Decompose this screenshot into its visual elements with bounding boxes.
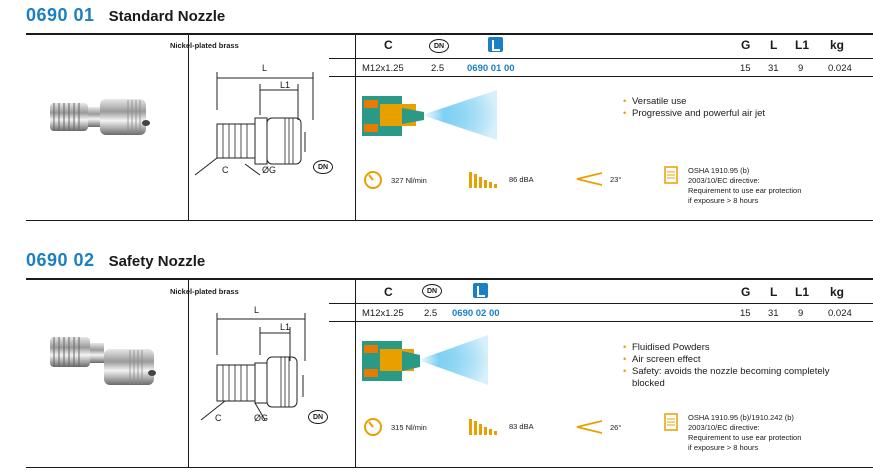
sound-level-icon xyxy=(469,172,497,188)
product-name: Standard Nozzle xyxy=(108,8,226,25)
regulation-document-icon xyxy=(664,413,678,431)
document-icon xyxy=(473,283,488,298)
regulation-line: OSHA 1910.95 (b) xyxy=(688,166,750,175)
header-l: L xyxy=(770,285,778,299)
product-name: Safety Nozzle xyxy=(108,253,206,270)
gauge-icon xyxy=(364,171,382,189)
value-c: M12x1.25 xyxy=(362,63,404,74)
value-dn: 2.5 xyxy=(424,308,438,319)
noise-value: 83 dBA xyxy=(509,421,534,431)
material-label: Nickel-plated brass xyxy=(170,287,239,296)
document-icon xyxy=(488,37,503,52)
flow-stat: 315 Nl/min xyxy=(363,417,427,437)
technical-drawing xyxy=(200,313,306,421)
dn-icon: DN xyxy=(313,160,333,174)
dim-g-label: ØG xyxy=(262,165,277,175)
article-number[interactable]: 0690 02 00 xyxy=(452,308,500,319)
regulation-line: Requirement to use ear protection xyxy=(688,433,802,442)
value-l1: 9 xyxy=(798,308,804,319)
article-number[interactable]: 0690 01 00 xyxy=(467,63,515,74)
product-table xyxy=(26,278,873,468)
value-g: 15 xyxy=(740,308,751,319)
product-code: 0690 02 xyxy=(26,250,95,270)
dim-c-label: C xyxy=(222,165,229,175)
feature-item: Progressive and powerful air jet xyxy=(623,108,765,120)
value-c: M12x1.25 xyxy=(362,308,404,319)
regulation-line: OSHA 1910.95 (b)/1910.242 (b) xyxy=(688,413,794,422)
header-kg: kg xyxy=(830,285,845,299)
dim-l-label: L xyxy=(254,305,260,315)
product-table xyxy=(26,33,873,221)
value-kg: 0.024 xyxy=(828,308,852,319)
flow-value: 315 Nl/min xyxy=(391,422,427,432)
dim-l1-label: L1 xyxy=(280,80,291,90)
feature-item: Air screen effect xyxy=(623,354,833,366)
value-l: 31 xyxy=(768,308,779,319)
angle-value: 23° xyxy=(610,174,622,184)
dim-c-label: C xyxy=(215,413,222,423)
technical-drawing xyxy=(194,72,314,176)
regulation-line: 2003/10/EC directive: xyxy=(688,176,760,185)
spray-angle-icon xyxy=(576,420,602,434)
nozzle-photo xyxy=(50,99,150,135)
regulation-text: OSHA 1910.95 (b)/1910.242 (b) 2003/10/EC… xyxy=(688,413,801,453)
regulation-line: Requirement to use ear protection xyxy=(688,186,802,195)
angle-stat: 26° xyxy=(576,420,621,434)
sound-level-icon xyxy=(469,419,497,435)
regulation-line: 2003/10/EC directive: xyxy=(688,423,760,432)
regulation-line: if exposure > 8 hours xyxy=(688,443,759,452)
value-dn: 2.5 xyxy=(431,63,445,74)
feature-list: Fluidised Powders Air screen effect Safe… xyxy=(623,342,833,390)
value-g: 15 xyxy=(740,63,751,74)
section-title: 0690 01 Standard Nozzle xyxy=(26,5,225,29)
angle-value: 26° xyxy=(610,422,622,432)
flow-value: 327 Nl/min xyxy=(391,175,427,185)
feature-item: Fluidised Powders xyxy=(623,342,833,354)
dn-icon: DN xyxy=(429,39,449,53)
header-l1: L1 xyxy=(795,38,810,52)
dn-icon: DN xyxy=(422,284,442,298)
header-g: G xyxy=(741,285,751,299)
value-l1: 9 xyxy=(798,63,804,74)
header-l: L xyxy=(770,38,778,52)
feature-list: Versatile use Progressive and powerful a… xyxy=(623,96,765,120)
header-c: C xyxy=(384,285,393,299)
product-code: 0690 01 xyxy=(26,5,95,25)
regulation-document-icon xyxy=(664,166,678,184)
feature-item: Versatile use xyxy=(623,96,765,108)
feature-item: Safety: avoids the nozzle becoming compl… xyxy=(623,366,833,390)
material-label: Nickel-plated brass xyxy=(170,41,239,50)
dim-l1-label: L1 xyxy=(280,322,291,332)
header-c: C xyxy=(384,38,393,52)
noise-stat: 86 dBA xyxy=(469,170,534,188)
angle-stat: 23° xyxy=(576,172,621,186)
value-kg: 0.024 xyxy=(828,63,852,74)
gauge-icon xyxy=(364,418,382,436)
spray-angle-icon xyxy=(576,172,602,186)
header-kg: kg xyxy=(830,38,845,52)
value-l: 31 xyxy=(768,63,779,74)
dim-l-label: L xyxy=(262,63,268,73)
dn-icon: DN xyxy=(308,410,328,424)
regulation-line: if exposure > 8 hours xyxy=(688,196,759,205)
header-g: G xyxy=(741,38,751,52)
flow-stat: 327 Nl/min xyxy=(363,170,427,190)
regulation-text: OSHA 1910.95 (b) 2003/10/EC directive: R… xyxy=(688,166,801,206)
header-l1: L1 xyxy=(795,285,810,299)
dim-g-label: ØG xyxy=(254,413,269,423)
noise-value: 86 dBA xyxy=(509,174,534,184)
section-title: 0690 02 Safety Nozzle xyxy=(26,250,205,274)
noise-stat: 83 dBA xyxy=(469,417,534,435)
nozzle-photo xyxy=(50,337,156,385)
air-jet-illustration xyxy=(362,335,488,385)
air-jet-illustration xyxy=(362,90,497,140)
